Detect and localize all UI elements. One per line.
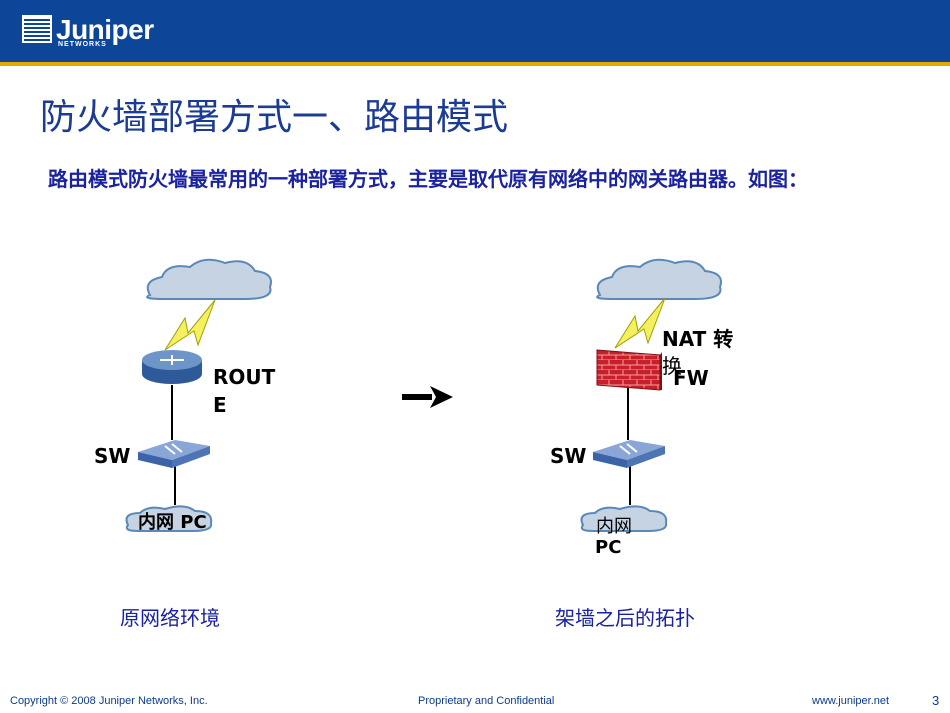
- slide-title: 防火墙部署方式一、路由模式: [40, 97, 509, 138]
- logo-subtext: NETWORKS: [58, 41, 107, 48]
- lan-cloud-icon: [125, 505, 213, 532]
- router-label-cont: E: [213, 393, 227, 417]
- nat-label: NAT 转: [662, 327, 734, 351]
- left-caption: 原网络环境: [120, 606, 220, 630]
- switch-icon: [138, 440, 210, 468]
- lightning-icon: [614, 297, 666, 349]
- firewall-icon: [596, 349, 662, 391]
- page-number: 3: [932, 693, 940, 708]
- switch-label: SW: [550, 444, 587, 468]
- logo-text: Juniper: [56, 14, 154, 45]
- lan-cloud-icon: [580, 505, 668, 532]
- lan-pc-label-cont: PC: [595, 537, 622, 558]
- internet-cloud-icon: [146, 258, 272, 300]
- footer-copyright: Copyright © 2008 Juniper Networks, Inc.: [10, 695, 208, 707]
- arrow-right-icon: [402, 386, 453, 408]
- nat-label-cont: 换: [662, 354, 682, 378]
- header-bar: [0, 0, 950, 62]
- lan-pc-label: 内网 PC: [138, 512, 207, 533]
- switch-label: SW: [94, 444, 131, 468]
- router-label: ROUT: [213, 365, 276, 389]
- internet-cloud-icon: [596, 258, 722, 300]
- lightning-icon: [164, 299, 216, 351]
- right-caption: 架墙之后的拓扑: [555, 606, 695, 630]
- lan-pc-label: 内网: [596, 516, 632, 537]
- slide-body-text: 路由模式防火墙最常用的一种部署方式，主要是取代原有网络中的网关路由器。如图：: [48, 167, 808, 191]
- juniper-leaf-icon: [22, 15, 52, 43]
- footer-url[interactable]: www.juniper.net: [812, 695, 890, 707]
- footer-confidential: Proprietary and Confidential: [418, 695, 555, 707]
- header-divider: [0, 62, 950, 66]
- switch-icon: [593, 440, 665, 468]
- router-icon: [142, 350, 202, 384]
- firewall-label: FW: [673, 366, 709, 390]
